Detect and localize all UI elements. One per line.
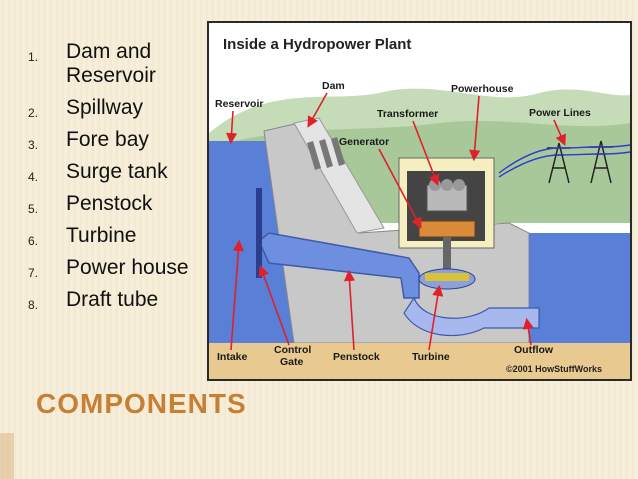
arrow-powerhouse (469, 95, 481, 162)
label-dam: Dam (322, 80, 345, 92)
list-text: Spillway (66, 96, 144, 119)
arrow-turbine (428, 284, 444, 351)
list-item: 4. Surge tank (28, 160, 198, 184)
arrow-dam (307, 92, 328, 128)
list-number: 6. (28, 234, 39, 248)
tailwater (529, 233, 630, 343)
label-turbine: Turbine (412, 351, 450, 363)
list-item: 3. Fore bay (28, 128, 198, 152)
label-generator: Generator (339, 136, 389, 148)
list-number: 8. (28, 298, 39, 312)
list-number: 5. (28, 202, 39, 216)
label-power-lines: Power Lines (529, 107, 591, 119)
transformer-coil (441, 179, 453, 191)
penstock-pipe (258, 232, 420, 299)
ground (209, 343, 630, 379)
list-item: 5. Penstock (28, 192, 198, 216)
arrow-outflow (522, 317, 534, 346)
list-number: 2. (28, 106, 39, 120)
list-item: 8. Draft tube (28, 288, 198, 312)
arrow-reservoir (225, 110, 238, 145)
transformer-coil (453, 179, 465, 191)
arrow-transformer (412, 120, 440, 186)
list-item: 2. Spillway (28, 96, 198, 120)
power-lines (498, 151, 630, 178)
diagram-title: Inside a Hydropower Plant (223, 36, 411, 53)
corner-decoration (0, 433, 14, 479)
list-item: 6. Turbine (28, 224, 198, 248)
list-text: Surge tank (66, 160, 168, 183)
turbine-shaft (443, 237, 451, 271)
label-reservoir: Reservoir (215, 98, 263, 110)
power-lines (498, 144, 630, 174)
list-item: 1. Dam and Reservoir (28, 40, 198, 88)
arrow-power-lines (553, 119, 566, 146)
list-item: 7. Power house (28, 256, 198, 280)
turbine-blades (425, 273, 469, 281)
list-text: Dam and Reservoir (66, 40, 156, 87)
draft-tube (403, 296, 540, 337)
arrow-control-gate (258, 264, 290, 346)
list-number: 1. (28, 50, 39, 64)
arrow-intake (230, 239, 244, 351)
label-powerhouse: Powerhouse (451, 83, 514, 95)
label-arrows (225, 92, 566, 351)
list-text: Power house (66, 256, 189, 279)
label-intake: Intake (217, 351, 248, 363)
label-transformer: Transformer (377, 108, 438, 120)
list-text: Draft tube (66, 288, 159, 311)
list-number: 4. (28, 170, 39, 184)
list-number: 3. (28, 138, 39, 152)
list-text: Penstock (66, 192, 153, 215)
spillway-gates (307, 137, 345, 170)
generator-icon (418, 220, 476, 238)
label-control-gate-line1: Control (274, 344, 311, 356)
slide-title: COMPONENTS (36, 388, 247, 419)
hydropower-diagram: Inside a Hydropower Plant Reservoir Dam … (207, 21, 632, 381)
arrow-generator (378, 148, 422, 229)
arrow-penstock (343, 269, 356, 351)
copyright-text: ©2001 HowStuffWorks (506, 364, 602, 374)
components-list: 1. Dam and Reservoir 2. Spillway 3. Fore ba… (28, 40, 198, 320)
label-outflow: Outflow (514, 344, 554, 356)
list-text: Turbine (66, 224, 137, 247)
label-control-gate-line2: Gate (280, 356, 304, 368)
list-text: Fore bay (66, 128, 149, 151)
transformer-coil (429, 179, 441, 191)
label-penstock: Penstock (333, 351, 380, 363)
control-gate (256, 188, 262, 278)
list-number: 7. (28, 266, 39, 280)
